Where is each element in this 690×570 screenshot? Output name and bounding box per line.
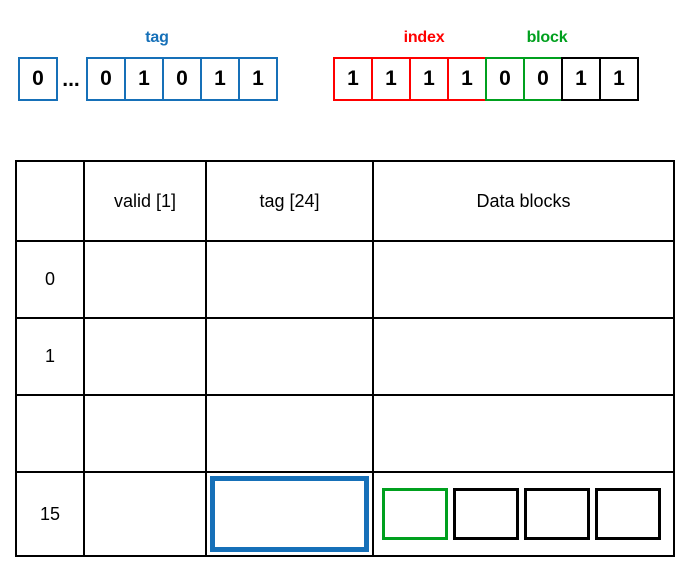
row-tag-cell[interactable] — [205, 394, 374, 473]
row-data-cell[interactable] — [372, 317, 675, 396]
table-row-highlighted: 15 — [15, 471, 675, 557]
bit-cell-index-2: 1 — [409, 57, 449, 101]
bit-cell-leading: 0 — [18, 57, 58, 101]
table-row: 0 — [15, 240, 675, 319]
bit-cell-tag-1: 1 — [124, 57, 164, 101]
tag-field-label: tag — [145, 29, 169, 46]
row-index-label-highlighted: 15 — [15, 471, 85, 557]
bit-cell-tag-4: 1 — [238, 57, 278, 101]
bit-cell-index-3: 1 — [447, 57, 487, 101]
row-data-cell[interactable] — [372, 240, 675, 319]
data-blocks-container — [374, 473, 673, 555]
bit-cell-index-1: 1 — [371, 57, 411, 101]
table-row: 1 — [15, 317, 675, 396]
row-data-cell-highlighted[interactable] — [372, 471, 675, 557]
data-block-0-selected[interactable] — [382, 488, 448, 540]
table-row — [15, 394, 675, 473]
index-field-label: index — [403, 29, 445, 46]
address-bits-left-group: 0 ... 0 1 0 1 1 — [18, 57, 278, 101]
row-tag-cell[interactable] — [205, 240, 374, 319]
row-index-label: 0 — [15, 240, 85, 319]
row-data-cell[interactable] — [372, 394, 675, 473]
row-tag-cell-highlighted[interactable] — [205, 471, 374, 557]
row-valid-cell[interactable] — [83, 394, 207, 473]
row-index-label: 1 — [15, 317, 85, 396]
row-tag-cell[interactable] — [205, 317, 374, 396]
block-field-label: block — [526, 29, 568, 46]
header-cell-index — [15, 160, 85, 242]
row-valid-cell[interactable] — [83, 240, 207, 319]
row-valid-cell[interactable] — [83, 317, 207, 396]
data-block-1[interactable] — [453, 488, 519, 540]
bit-cell-offset-1: 1 — [599, 57, 639, 101]
bit-cell-block-1: 0 — [523, 57, 563, 101]
bit-cell-tag-3: 1 — [200, 57, 240, 101]
row-index-label — [15, 394, 85, 473]
header-cell-data-blocks: Data blocks — [372, 160, 675, 242]
header-cell-tag: tag [24] — [205, 160, 374, 242]
bit-cell-tag-2: 0 — [162, 57, 202, 101]
bit-cell-index-0: 1 — [333, 57, 373, 101]
data-block-3[interactable] — [595, 488, 661, 540]
bit-cell-offset-0: 1 — [561, 57, 601, 101]
row-valid-cell[interactable] — [83, 471, 207, 557]
bit-cell-tag-0: 0 — [86, 57, 126, 101]
tag-highlight-outline — [210, 476, 369, 552]
table-header-row: valid [1] tag [24] Data blocks — [15, 160, 675, 242]
header-cell-valid: valid [1] — [83, 160, 207, 242]
cache-table: valid [1] tag [24] Data blocks 0 1 15 — [15, 160, 675, 557]
bit-ellipsis: ... — [62, 68, 80, 91]
data-block-2[interactable] — [524, 488, 590, 540]
address-bitfield-diagram: tag index block 0 ... 0 1 0 1 1 1 1 1 1 … — [0, 0, 690, 115]
address-bits-right-group: 1 1 1 1 0 0 1 1 — [333, 57, 639, 101]
bit-cell-block-0: 0 — [485, 57, 525, 101]
